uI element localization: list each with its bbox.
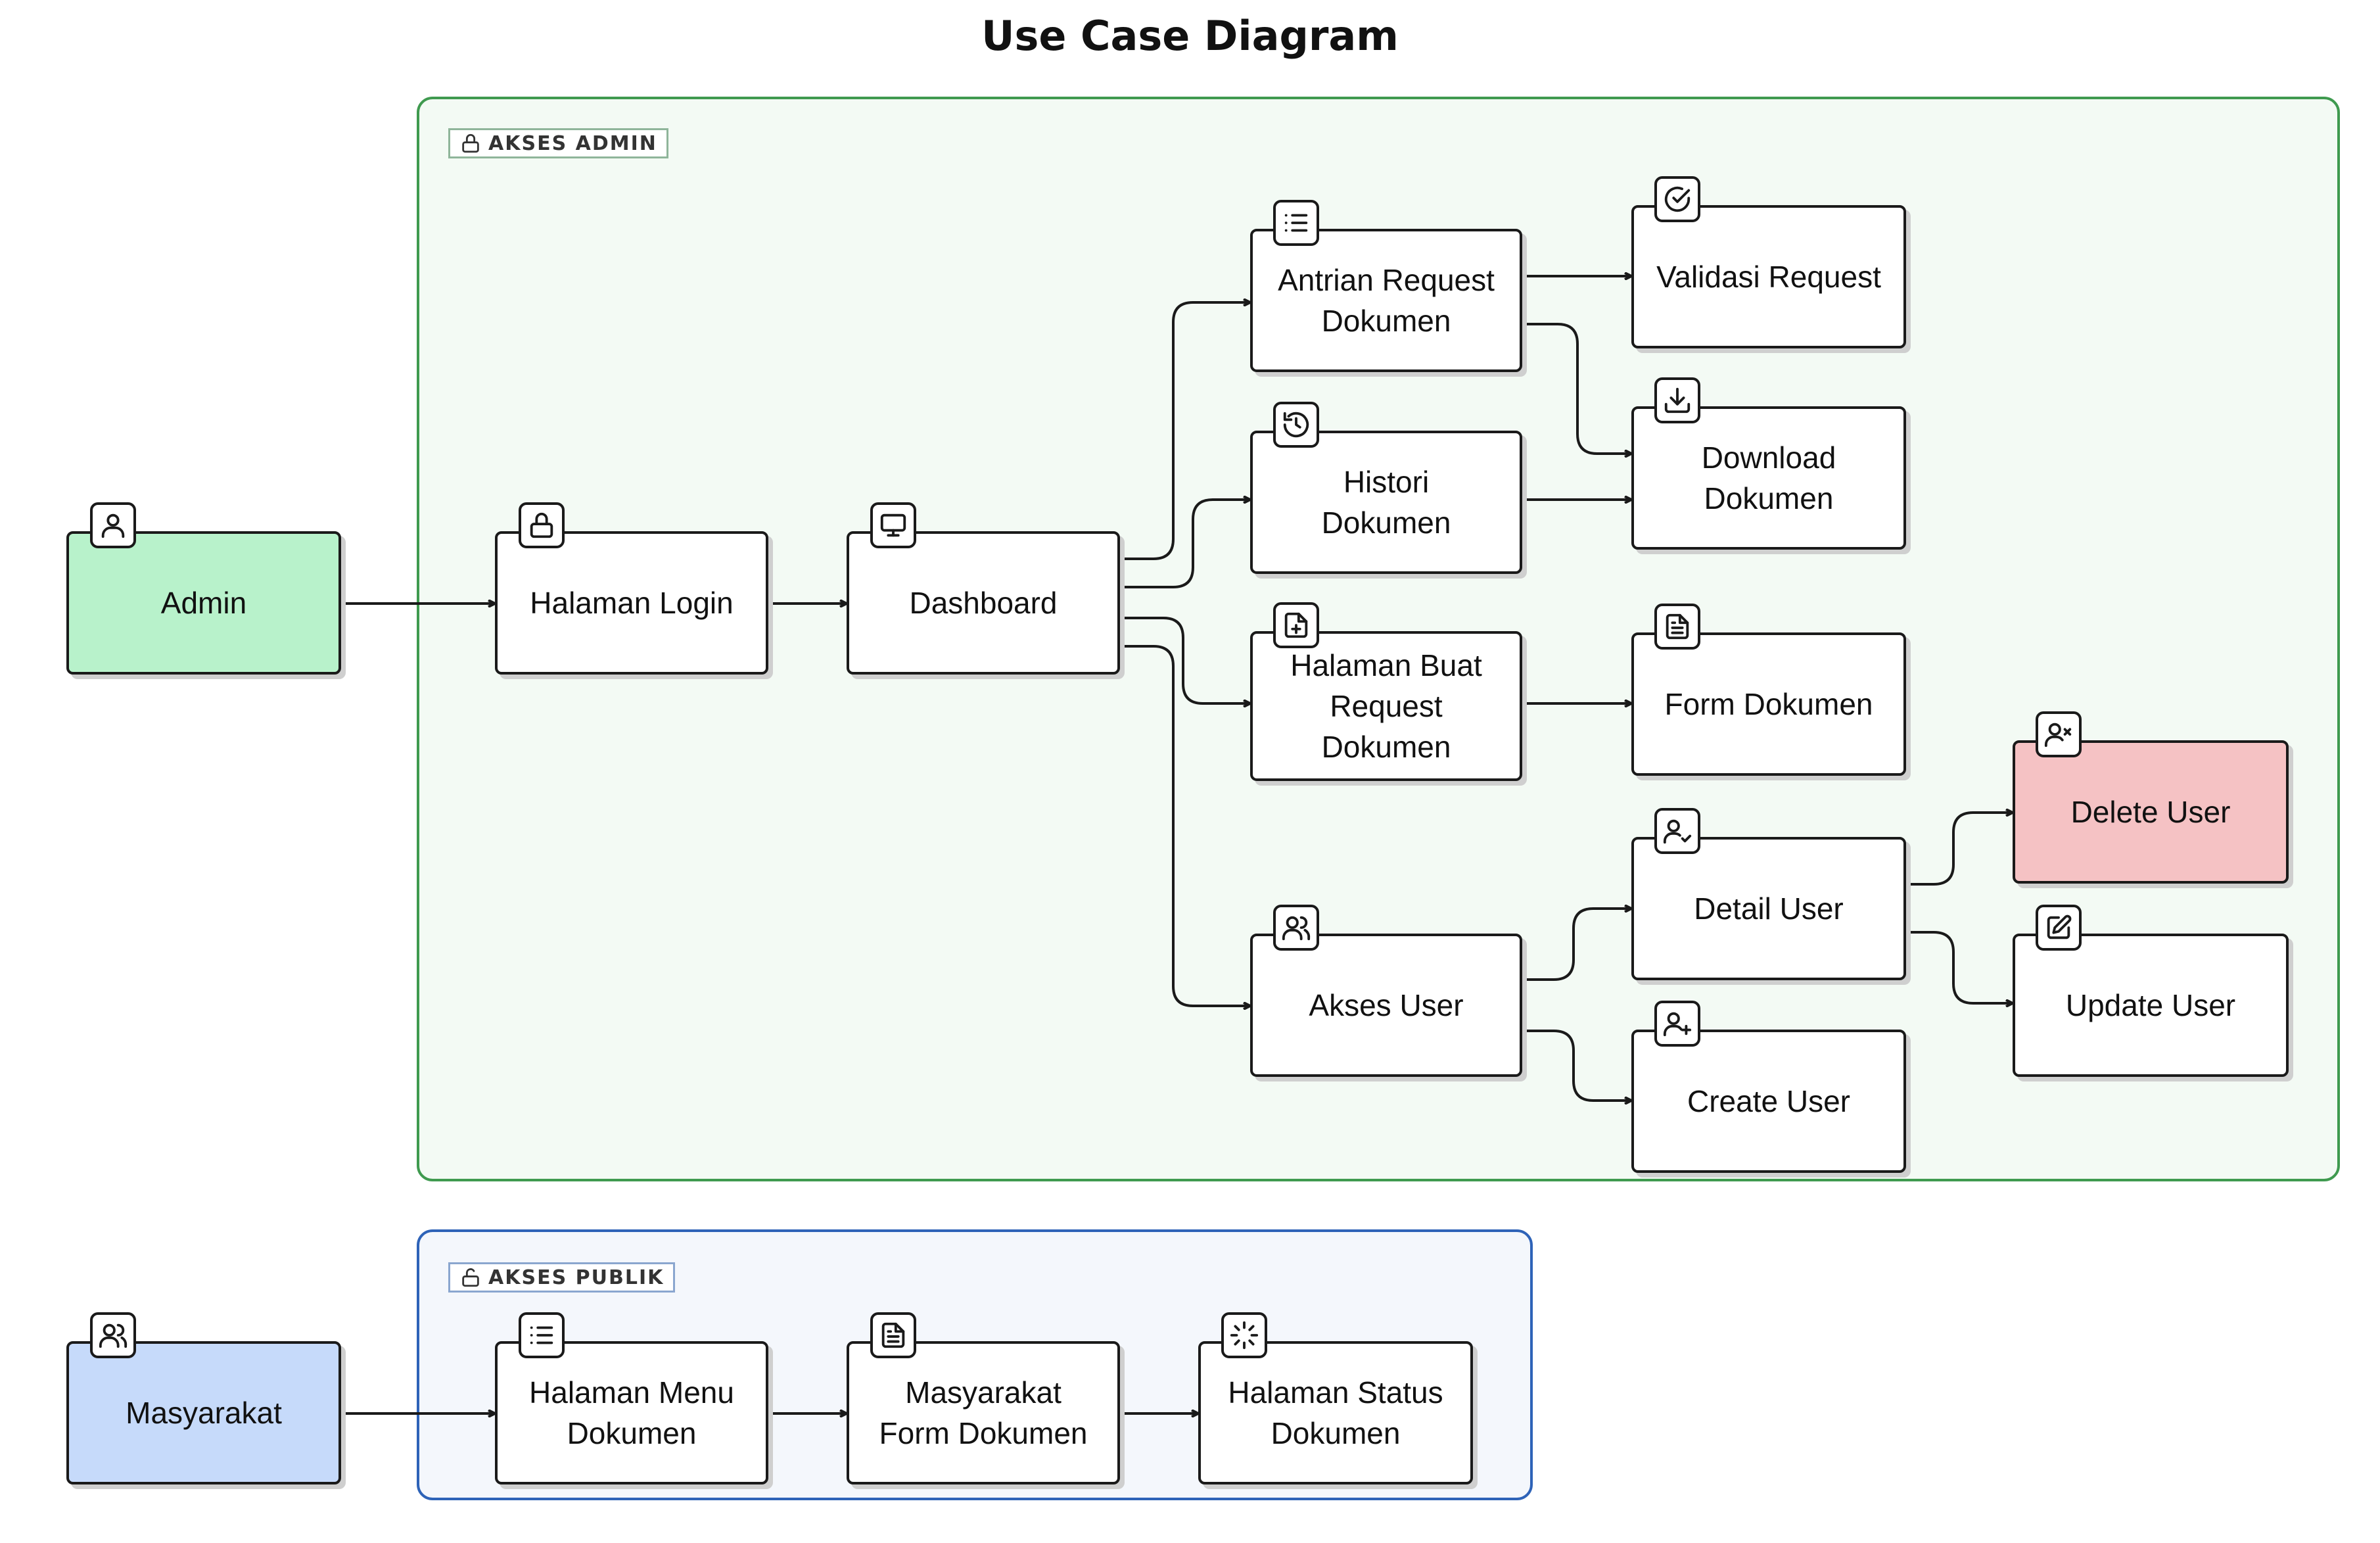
history-icon (1273, 402, 1319, 448)
edge-detail-delete (1901, 813, 2013, 886)
edge-detail-update (1901, 931, 2013, 1003)
node-halaman-status-dokumen[interactable]: Halaman Status Dokumen (1198, 1341, 1473, 1484)
node-update-user-label: Update User (2065, 988, 2236, 1022)
node-histori-dokumen-label: Histori Dokumen (1321, 465, 1451, 540)
file-plus-icon (1273, 602, 1319, 648)
edit-icon (2036, 905, 2082, 951)
node-download-dokumen-label: Download Dokumen (1701, 440, 1836, 515)
actor-admin[interactable]: Admin (66, 531, 341, 675)
node-masyarakat-form-dokumen[interactable]: Masyarakat Form Dokumen (847, 1341, 1120, 1484)
node-delete-user-label: Delete User (2070, 795, 2231, 829)
node-halaman-buat-request[interactable]: Halaman Buat Request Dokumen (1250, 631, 1522, 781)
node-create-user[interactable]: Create User (1631, 1030, 1906, 1173)
lock-icon (462, 133, 479, 153)
unlock-icon (462, 1268, 479, 1287)
check-circle-icon (1654, 176, 1700, 222)
node-halaman-menu-dokumen-label: Halaman Menu Dokumen (529, 1375, 734, 1450)
node-halaman-buat-request-label: Halaman Buat Request Dokumen (1290, 648, 1482, 764)
node-detail-user-label: Detail User (1694, 891, 1844, 926)
users-icon (1273, 905, 1319, 951)
actor-masyarakat-label: Masyarakat (126, 1396, 282, 1430)
node-create-user-label: Create User (1687, 1084, 1850, 1118)
list-icon (1273, 200, 1319, 246)
node-antrian-request[interactable]: Antrian Request Dokumen (1250, 229, 1522, 372)
node-antrian-request-label: Antrian Request Dokumen (1278, 263, 1495, 338)
node-halaman-menu-dokumen[interactable]: Halaman Menu Dokumen (495, 1341, 768, 1484)
edge-aksesuser-detail (1521, 909, 1631, 981)
node-update-user[interactable]: Update User (2013, 934, 2289, 1077)
node-form-dokumen-label: Form Dokumen (1664, 687, 1873, 721)
edge-aksesuser-create (1521, 1030, 1631, 1101)
node-halaman-login-label: Halaman Login (530, 586, 734, 620)
node-delete-user[interactable]: Delete User (2013, 740, 2289, 884)
list-icon (519, 1312, 565, 1358)
edge-dashboard-aksesuser (1119, 645, 1250, 1006)
file-text-icon (870, 1312, 916, 1358)
user-plus-icon (1654, 1001, 1700, 1047)
node-dashboard[interactable]: Dashboard (847, 531, 1120, 675)
node-masyarakat-form-dokumen-label: Masyarakat Form Dokumen (879, 1375, 1088, 1450)
lock-icon (519, 502, 565, 548)
user-icon (90, 502, 136, 548)
group-label-publik: AKSES PUBLIK (448, 1262, 676, 1293)
download-icon (1654, 377, 1700, 423)
users-icon (90, 1312, 136, 1358)
node-validasi-request[interactable]: Validasi Request (1631, 205, 1906, 348)
node-akses-user-label: Akses User (1309, 988, 1464, 1022)
user-x-icon (2036, 711, 2082, 757)
loader-icon (1221, 1312, 1267, 1358)
node-histori-dokumen[interactable]: Histori Dokumen (1250, 431, 1522, 574)
node-dashboard-label: Dashboard (909, 586, 1058, 620)
node-detail-user[interactable]: Detail User (1631, 837, 1906, 980)
edge-dashboard-antrian (1119, 302, 1250, 560)
file-text-icon (1654, 604, 1700, 650)
node-halaman-login[interactable]: Halaman Login (495, 531, 768, 675)
node-download-dokumen[interactable]: Download Dokumen (1631, 406, 1906, 550)
edge-dashboard-buatrequest (1119, 617, 1250, 703)
node-halaman-status-dokumen-label: Halaman Status Dokumen (1228, 1375, 1443, 1450)
group-label-publik-text: AKSES PUBLIK (488, 1266, 665, 1289)
actor-masyarakat[interactable]: Masyarakat (66, 1341, 341, 1484)
node-akses-user[interactable]: Akses User (1250, 934, 1522, 1077)
node-form-dokumen[interactable]: Form Dokumen (1631, 632, 1906, 776)
actor-admin-label: Admin (160, 586, 247, 620)
group-label-admin: AKSES ADMIN (448, 128, 668, 158)
edge-dashboard-histori (1119, 500, 1250, 588)
user-check-icon (1654, 808, 1700, 854)
group-label-admin-text: AKSES ADMIN (488, 131, 657, 155)
edge-antrian-download (1521, 323, 1631, 454)
monitor-icon (870, 502, 916, 548)
node-validasi-request-label: Validasi Request (1656, 260, 1881, 294)
diagram-title: Use Case Diagram (981, 12, 1399, 60)
